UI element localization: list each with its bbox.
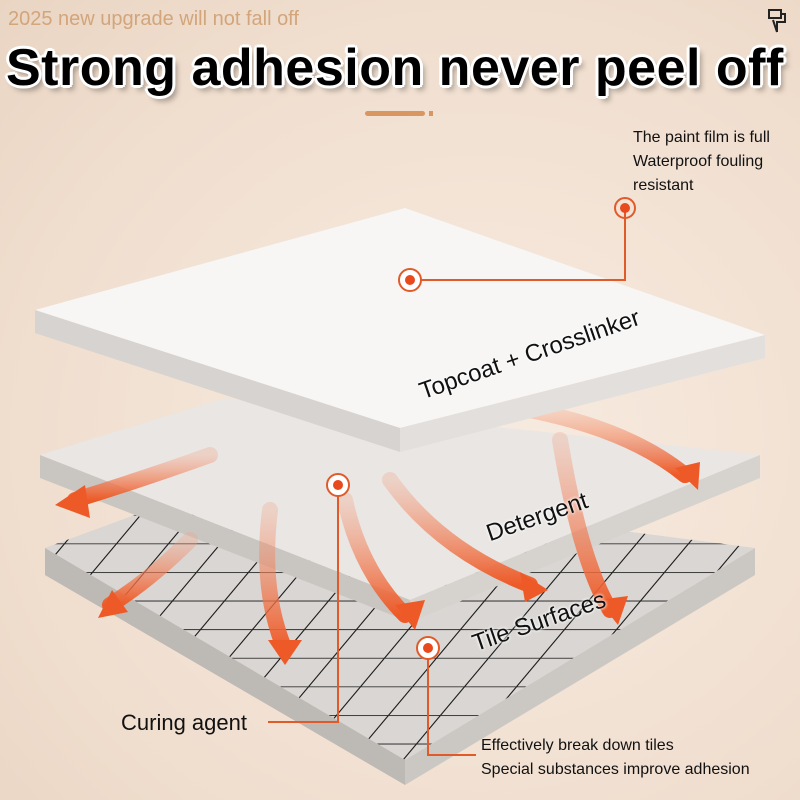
callout-lines	[268, 208, 626, 756]
target-icon	[416, 636, 440, 660]
subtitle: 2025 new upgrade will not fall off	[8, 8, 299, 30]
paint-roller-icon	[768, 9, 786, 33]
headline: Strong adhesion never peel off	[6, 39, 784, 97]
flow-arrows	[67, 402, 693, 658]
divider-dot	[429, 111, 433, 116]
arrow-heads	[55, 462, 700, 665]
callout-line: Special substances improve adhesion	[481, 761, 750, 778]
target-icon	[398, 268, 422, 292]
curing-agent-label: Curing agent	[121, 710, 247, 735]
target-icon	[614, 197, 636, 219]
callout-line: Waterproof fouling	[633, 153, 764, 170]
callout-line: Effectively break down tiles	[481, 737, 674, 754]
callout-line: The paint film is full	[633, 129, 770, 146]
target-icon	[326, 473, 350, 497]
divider-bar	[365, 111, 425, 116]
topcoat-layer	[35, 208, 765, 452]
target-markers	[326, 197, 636, 660]
callout-line: resistant	[633, 177, 694, 194]
tiles-callout: Effectively break down tiles Special sub…	[481, 734, 750, 782]
paint-film-callout: The paint film is full Waterproof foulin…	[633, 126, 770, 198]
